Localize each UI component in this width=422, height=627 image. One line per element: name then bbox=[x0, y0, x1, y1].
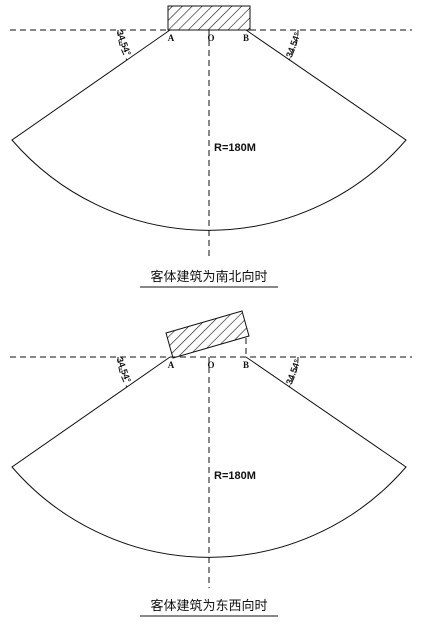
angle-arc-left bbox=[117, 356, 128, 388]
angle-left-label: 34.54° bbox=[115, 356, 133, 384]
point-o-label: O bbox=[207, 33, 214, 43]
point-a-label: A bbox=[168, 33, 175, 43]
angle-arc-left bbox=[117, 29, 128, 61]
angle-arc-right bbox=[288, 29, 299, 61]
point-b-label: B bbox=[243, 33, 249, 43]
angle-right-label: 34.54° bbox=[284, 31, 302, 59]
sector-outline bbox=[11, 356, 407, 558]
point-a-label: A bbox=[168, 360, 175, 370]
building-block bbox=[167, 5, 251, 31]
angle-right-label: 34.54° bbox=[284, 358, 302, 386]
caption-north-south: 客体建筑为南北向时 bbox=[150, 269, 267, 285]
angle-arc-right bbox=[288, 356, 299, 388]
radius-label: R=180M bbox=[214, 142, 256, 154]
sector-outline bbox=[11, 29, 407, 231]
angle-left-label: 34.54° bbox=[115, 29, 133, 57]
diagram-east-west: A O B 34.54° 34.54° R=180M 客体建筑为东西向时 bbox=[10, 310, 412, 617]
radius-label: R=180M bbox=[214, 470, 256, 482]
building-block-rotated bbox=[165, 310, 250, 359]
diagram-north-south: A O B 34.54° 34.54° R=180M 客体建筑为南北向时 bbox=[10, 5, 412, 288]
point-o-label: O bbox=[207, 360, 214, 370]
caption-east-west: 客体建筑为东西向时 bbox=[150, 598, 267, 614]
point-b-label: B bbox=[243, 360, 249, 370]
